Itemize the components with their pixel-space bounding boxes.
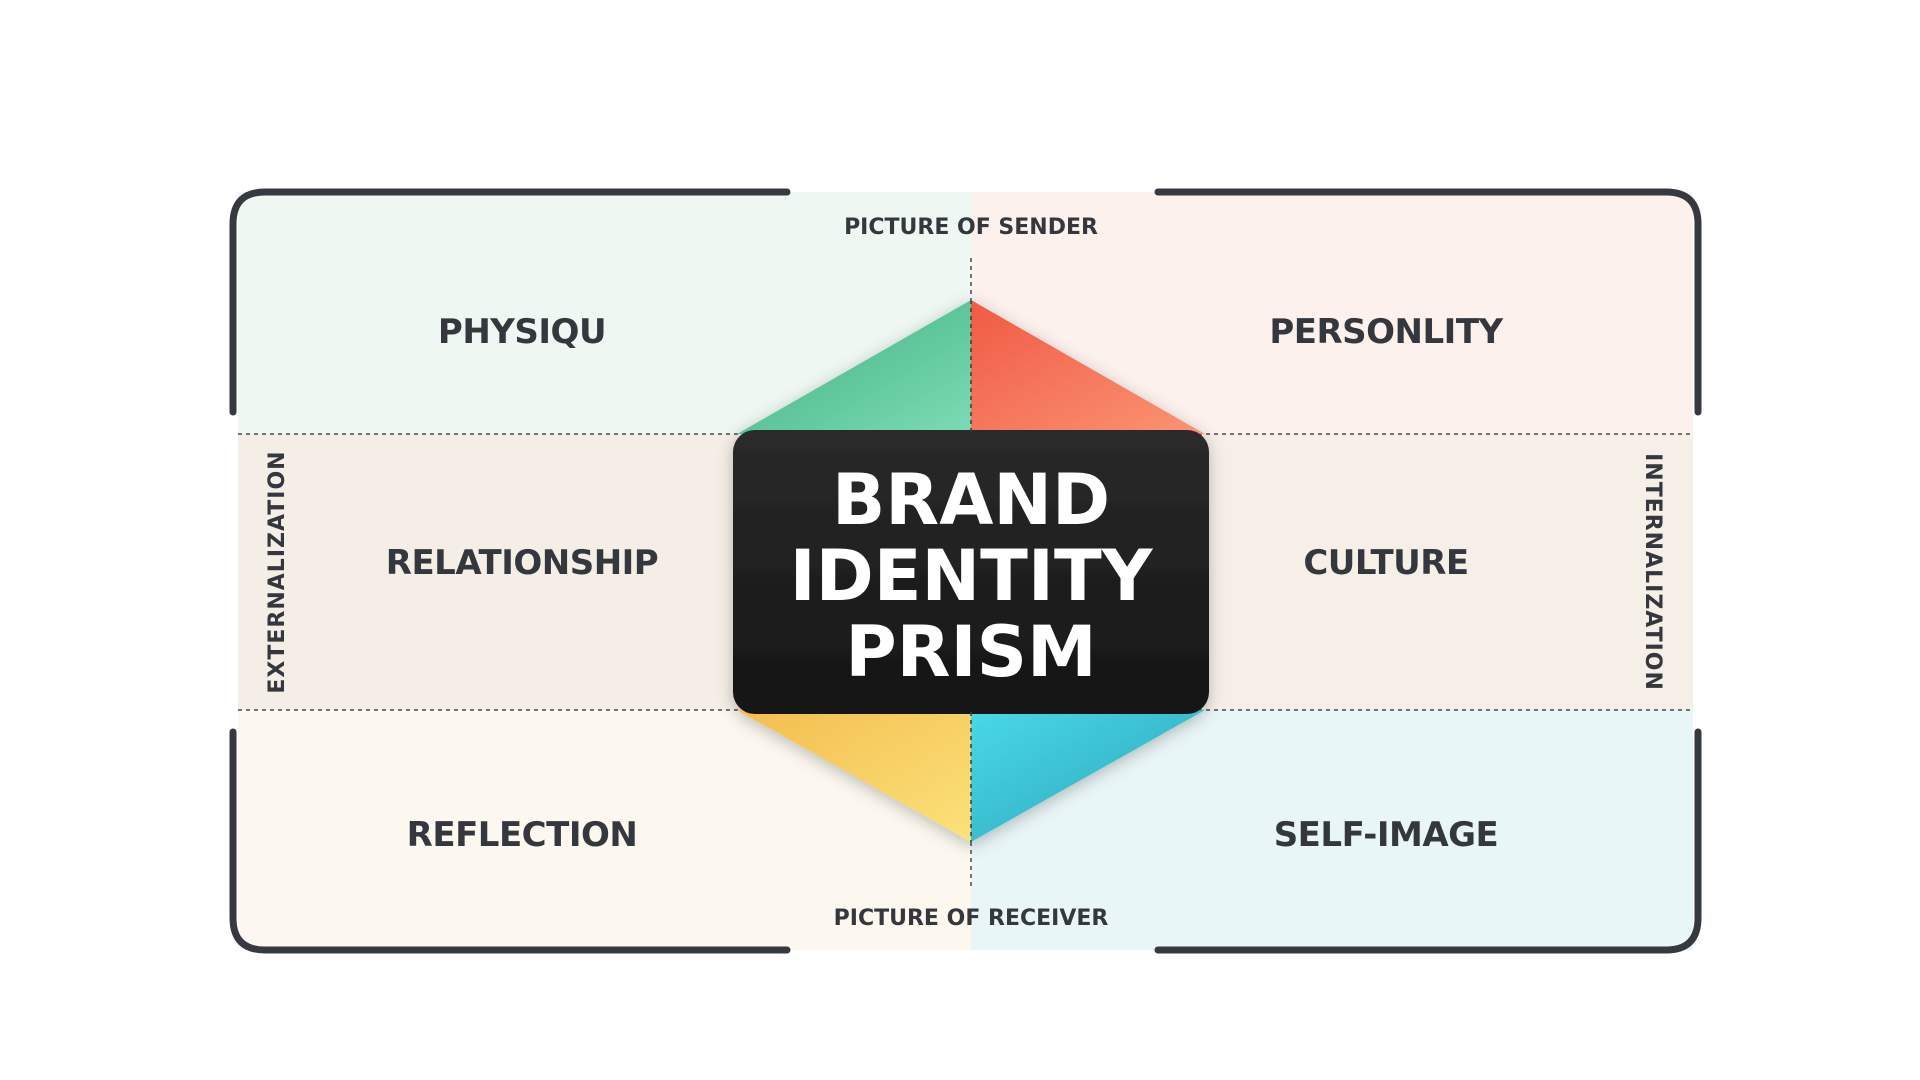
axis-label-top: PICTURE OF SENDER bbox=[844, 215, 1098, 240]
prism-center-block bbox=[733, 430, 1209, 714]
title-line-3: PRISM bbox=[845, 611, 1096, 693]
axis-label-bottom: PICTURE OF RECEIVER bbox=[834, 906, 1109, 931]
frame-bracket-bottom-left bbox=[229, 728, 791, 954]
segment-label-relationship: RELATIONSHIP bbox=[386, 543, 658, 583]
title-line-1: BRAND bbox=[832, 459, 1110, 541]
segment-label-culture: CULTURE bbox=[1303, 543, 1468, 583]
prism-facet-red bbox=[971, 300, 1205, 434]
frame-bracket-top-right bbox=[1154, 188, 1702, 416]
axis-label-left: EXTERNALIZATION bbox=[265, 450, 290, 693]
frame-bracket-bottom-right bbox=[1154, 728, 1702, 954]
prism-title: BRAND IDENTITY PRISM bbox=[790, 459, 1154, 693]
segment-label-reflection: REFLECTION bbox=[407, 815, 638, 855]
title-line-2: IDENTITY bbox=[790, 535, 1154, 617]
prism-facet-cyan bbox=[971, 710, 1205, 842]
prism-hexagon bbox=[733, 300, 1209, 842]
frame-bracket-top-left bbox=[229, 188, 791, 416]
background-panels bbox=[238, 192, 1693, 950]
frame-brackets bbox=[229, 188, 1702, 954]
guide-lines bbox=[238, 258, 1693, 888]
segment-label-physique: PHYSIQU bbox=[438, 312, 606, 352]
segment-label-personality: PERSONLITY bbox=[1269, 312, 1503, 352]
axis-label-right: INTERNALIZATION bbox=[1640, 453, 1665, 691]
segment-label-self-image: SELF-IMAGE bbox=[1274, 815, 1499, 855]
prism-facet-yellow bbox=[737, 710, 971, 842]
prism-facet-green bbox=[737, 300, 971, 434]
